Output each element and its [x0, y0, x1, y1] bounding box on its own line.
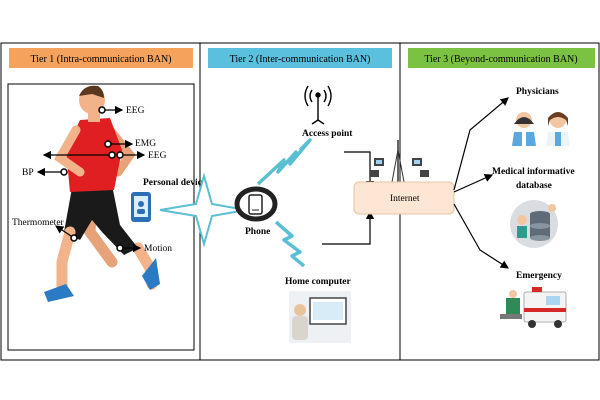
phone-label: Phone	[245, 227, 270, 237]
tier3-title: Tier 3 (Beyond-communication BAN)	[424, 54, 577, 65]
tier2-title: Tier 2 (Inter-communication BAN)	[230, 54, 371, 65]
database-icon	[510, 200, 558, 248]
lightning-link-icon	[274, 220, 306, 268]
database-label-line1: Medical informative	[492, 167, 575, 177]
sensor-dot	[108, 151, 116, 159]
sensor-label-emg: EMG	[135, 139, 156, 149]
runner-frame	[7, 83, 195, 351]
internet-box	[353, 181, 455, 215]
sensor-label-bp: BP	[22, 168, 34, 178]
sensor-dot	[60, 168, 68, 176]
sensor-label-thermometer: Thermometer	[12, 218, 65, 228]
sensor-connectors	[36, 105, 146, 253]
tier3-header	[408, 48, 595, 68]
destination-links	[453, 97, 510, 269]
physicians-label: Physicians	[516, 87, 559, 97]
phone-icon	[234, 186, 278, 222]
access-point-icon	[304, 85, 332, 125]
physicians-icon	[512, 112, 570, 146]
sensor-dot	[116, 151, 124, 159]
ambulance-icon	[500, 287, 567, 328]
database-label-line2: database	[516, 181, 552, 191]
sensor-dot	[98, 106, 106, 114]
tier1-title: Tier 1 (Intra-communication BAN)	[31, 54, 172, 65]
tier2-header	[208, 48, 392, 68]
personal-device-label: Personal device	[143, 178, 206, 188]
sensor-dot	[70, 234, 78, 242]
internet-cluster-icon	[370, 140, 429, 183]
lightning-link-icon	[256, 138, 312, 186]
home-computer-icon	[289, 291, 351, 343]
sensor-label-eeg-top: EEG	[126, 106, 145, 116]
emergency-label: Emergency	[516, 271, 562, 281]
sensor-label-motion: Motion	[144, 244, 172, 254]
sensor-label-eeg-mid: EEG	[148, 151, 167, 161]
sensor-dot	[104, 140, 112, 148]
tier1-header	[9, 48, 193, 68]
sensor-dot	[116, 244, 124, 252]
sensor-dots	[60, 106, 124, 252]
access-point-label: Access point	[302, 129, 353, 139]
internet-label: Internet	[390, 194, 420, 204]
personal-device-icon	[131, 192, 151, 222]
home-computer-label: Home computer	[285, 277, 351, 287]
